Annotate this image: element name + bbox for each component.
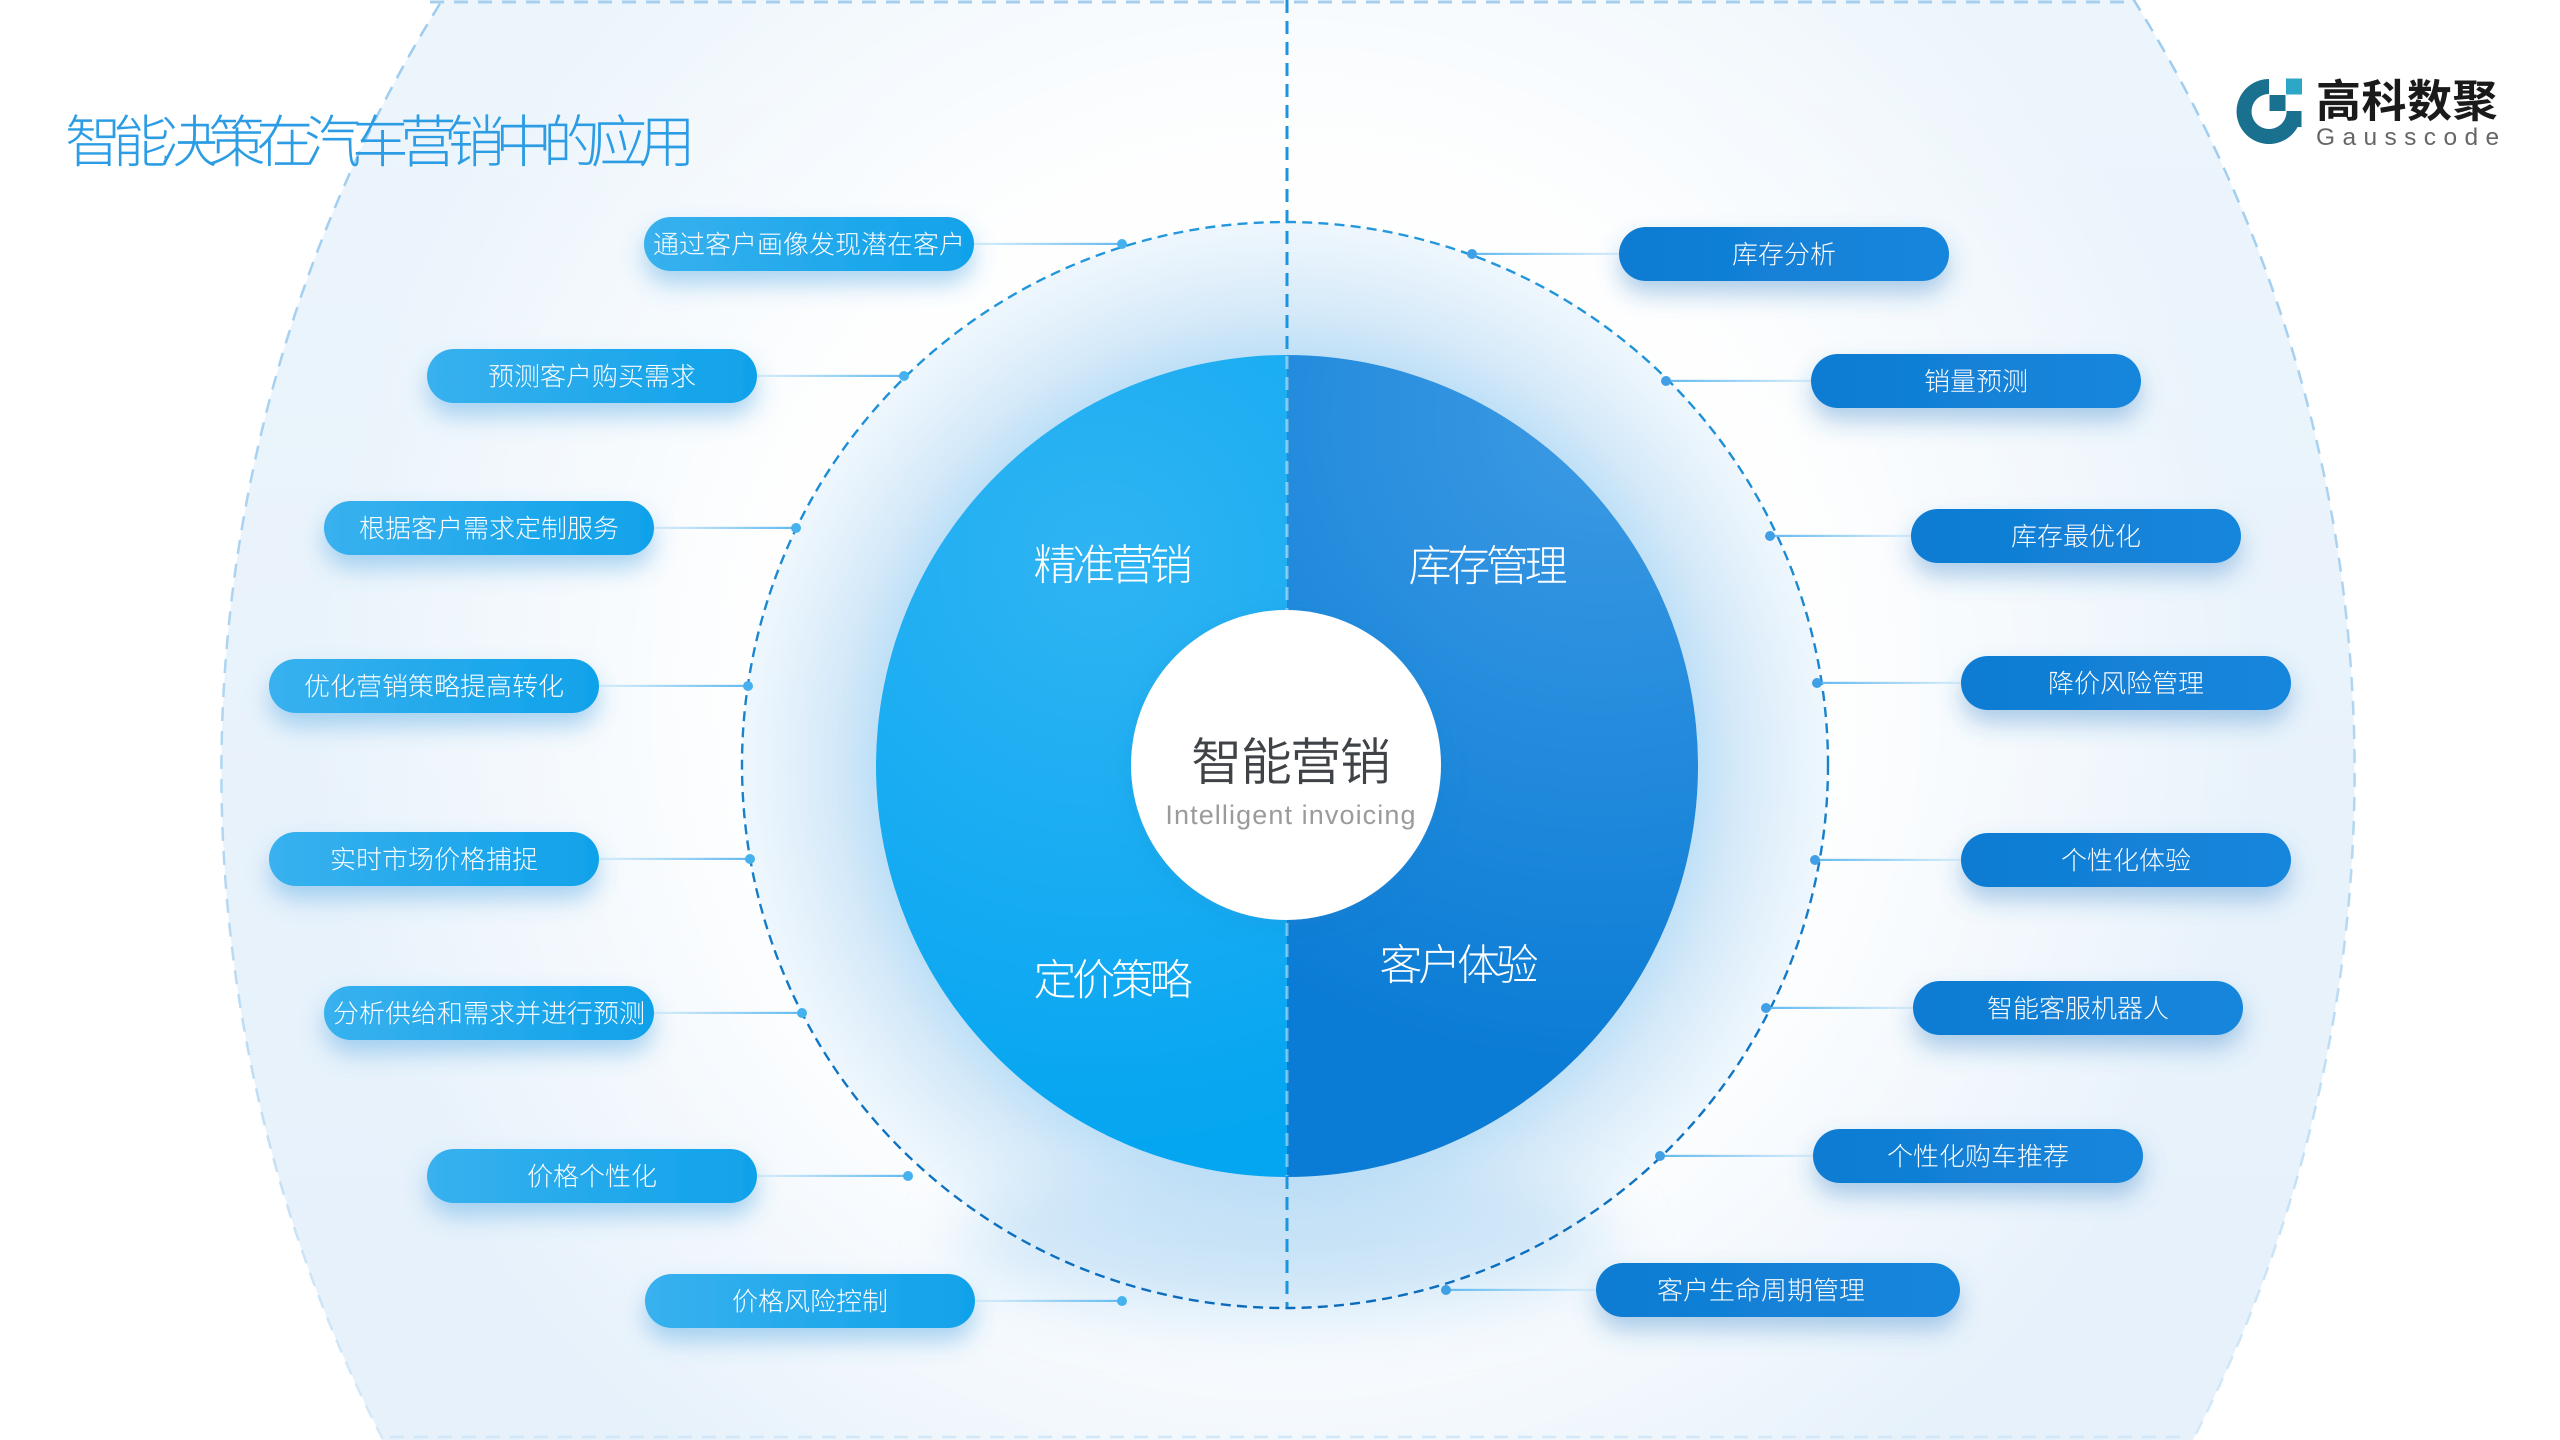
svg-text:Gausscode: Gausscode [2316,124,2507,151]
svg-text:Intelligent invoicing: Intelligent invoicing [1165,800,1416,830]
